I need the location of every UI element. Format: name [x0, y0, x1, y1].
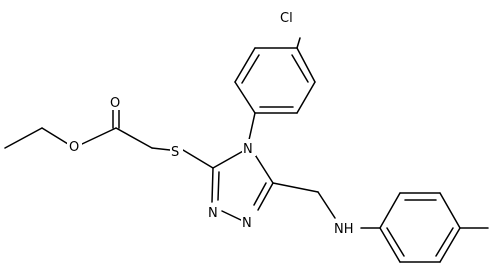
bond-ring1-b — [234, 47, 256, 83]
bond-methyl-ch2 — [4, 127, 43, 149]
triazole-n4-label: N — [243, 142, 253, 157]
bond-ring2-a — [379, 192, 401, 229]
bond-n1-n2 — [221, 210, 244, 222]
bond-ring2-inner-c — [386, 227, 405, 257]
bond-n2-c3 — [211, 167, 214, 203]
ester-oxygen-label: O — [69, 140, 79, 155]
bond-ch2-sulfur — [151, 147, 171, 151]
amine-label: NH — [334, 222, 354, 237]
bond-ester-oxygen-carbonyl — [81, 127, 117, 145]
bond-ring1-a — [234, 81, 256, 114]
bond-ring2-inner-b — [435, 227, 454, 257]
bond-ring1-chlorine — [296, 37, 301, 49]
bond-carbonyl-ch2 — [115, 127, 153, 149]
bond-ring1-inner-a — [241, 54, 260, 84]
bond-n2-c3-double — [217, 171, 220, 201]
bonds — [4, 37, 489, 263]
bond-sulfur-triazole — [182, 149, 214, 169]
sulfur-label: S — [171, 145, 179, 160]
carbonyl-oxygen-label: O — [110, 96, 120, 111]
bond-ring1-e — [296, 81, 316, 114]
bond-ring1-inner-b — [291, 54, 309, 83]
atom-labels: Cl O O S N N N NH — [67, 8, 360, 237]
bond-ring2-d — [439, 227, 461, 263]
bond-ring2-f — [379, 227, 401, 263]
bond-ch2-ester-oxygen — [41, 127, 69, 145]
bond-c3-n4 — [212, 149, 246, 169]
bond-ring1-d — [296, 47, 316, 83]
triazole-n1-label: N — [242, 216, 252, 231]
bond-c5-n1 — [257, 182, 274, 211]
triazole-n2-label: N — [208, 206, 218, 221]
bond-c5-n1-double — [253, 182, 267, 206]
bond-n4-phenyl — [248, 112, 256, 141]
bond-ring2-c — [439, 192, 461, 229]
bond-c5-ch2 — [272, 182, 319, 193]
chlorine-label: Cl — [280, 11, 293, 26]
bond-ch2-amine — [317, 191, 336, 219]
